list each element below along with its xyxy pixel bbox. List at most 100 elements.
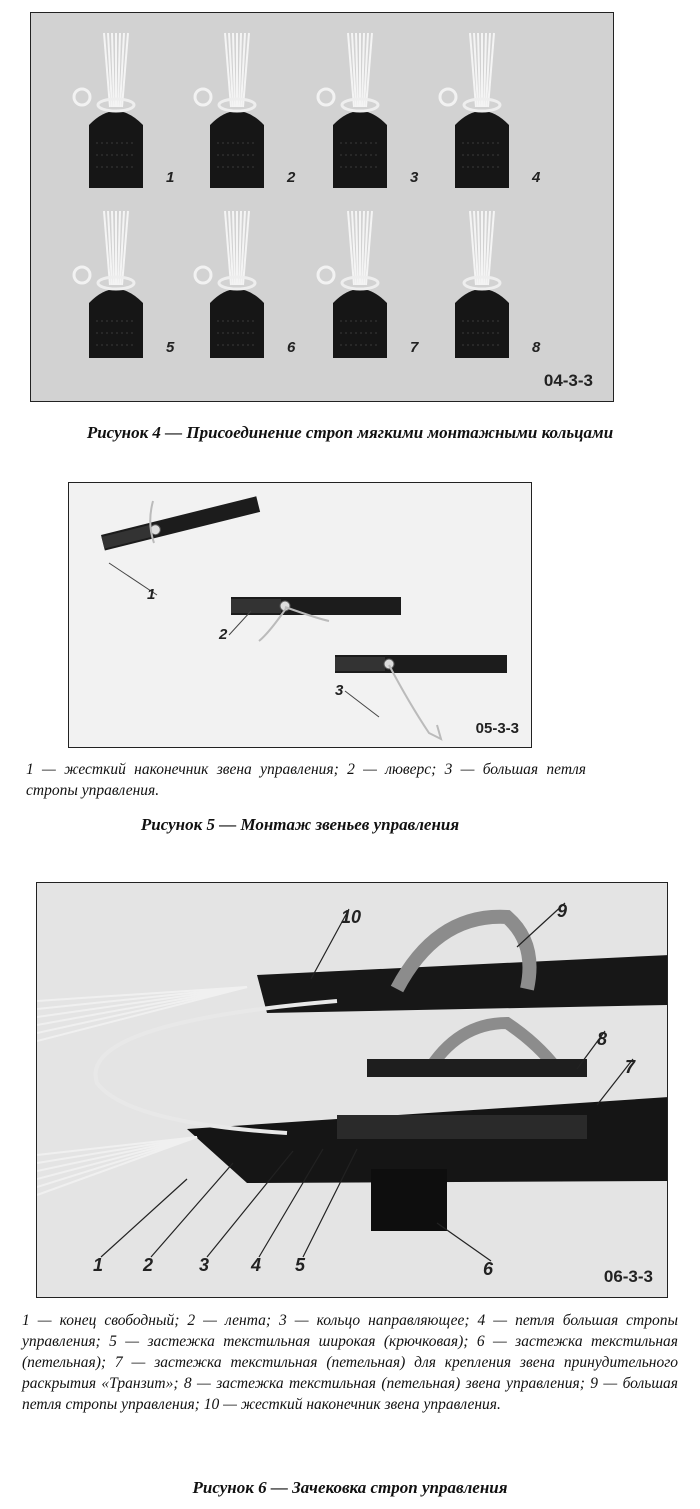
suspension-line — [119, 210, 125, 286]
suspension-line — [477, 32, 481, 108]
soft-link — [462, 97, 502, 113]
soft-link — [340, 275, 380, 291]
control-link-2 — [231, 597, 401, 615]
callout-line — [576, 1030, 606, 1070]
suspension-line — [37, 1136, 198, 1164]
control-line — [149, 500, 155, 544]
suspension-line — [473, 210, 479, 286]
soft-link — [217, 275, 257, 291]
panel-number: 4 — [531, 169, 541, 186]
riser-tip — [455, 289, 509, 358]
suspension-line — [347, 32, 355, 108]
control-line-loop — [388, 664, 443, 741]
callout-line — [108, 562, 158, 596]
panel-number: 1 — [166, 169, 174, 186]
control-line — [93, 999, 338, 1135]
suspension-line — [37, 1136, 198, 1180]
suspension-line — [232, 32, 236, 108]
suspension-line — [355, 210, 359, 286]
suspension-line — [37, 1136, 198, 1196]
soft-link — [462, 275, 502, 291]
suspension-line — [37, 986, 248, 1034]
suspension-line — [224, 210, 232, 286]
link-loop — [72, 265, 92, 285]
control-line-big-loop — [390, 909, 537, 993]
figure-6-code: 06-3-3 — [603, 1267, 653, 1286]
panel-2: 2 — [193, 32, 296, 188]
suspension-line — [347, 210, 355, 286]
suspension-line — [37, 986, 248, 1042]
control-link-1 — [101, 496, 261, 551]
control-link-3 — [335, 655, 507, 673]
riser-tip — [89, 289, 143, 358]
suspension-line — [477, 210, 481, 286]
callout-line — [516, 902, 566, 948]
control-link-tape — [367, 1059, 587, 1077]
rigid-tip — [231, 599, 281, 613]
panel-5: 5 — [72, 210, 175, 358]
upper-riser — [257, 955, 667, 1013]
riser-tip — [333, 111, 387, 188]
riser-tip — [455, 111, 509, 188]
suspension-line — [117, 210, 121, 286]
link-loop — [193, 265, 213, 285]
callout-line — [596, 1058, 634, 1106]
suspension-line — [242, 32, 250, 108]
riser-tip — [210, 111, 264, 188]
panel-number: 2 — [286, 169, 296, 186]
callout-line — [206, 1150, 294, 1258]
suspension-line — [107, 32, 113, 108]
figure-5-code: 05-3-3 — [475, 720, 519, 737]
suspension-line — [469, 210, 477, 286]
suspension-line — [37, 1136, 198, 1156]
hook-fastener — [337, 1115, 587, 1139]
link-loop — [438, 87, 458, 107]
callout-9: 9 — [557, 901, 567, 921]
callout-line — [150, 1162, 234, 1258]
callout-3: 3 — [199, 1255, 209, 1275]
callout-line — [436, 1222, 492, 1262]
suspension-line — [483, 32, 487, 108]
figure-5-legend: 1 — жесткий наконечник звена управления;… — [26, 761, 586, 799]
panel-number: 7 — [410, 339, 419, 356]
suspension-line — [37, 986, 248, 1018]
suspension-line — [363, 210, 369, 286]
suspension-line — [107, 210, 113, 286]
panel-8: 8 — [455, 210, 541, 358]
callout-1: 1 — [93, 1255, 103, 1275]
suspension-line — [232, 210, 236, 286]
callout-6: 6 — [483, 1259, 494, 1279]
callout-8: 8 — [597, 1029, 607, 1049]
link-loop — [316, 265, 336, 285]
suspension-line — [469, 32, 477, 108]
suspension-line — [240, 32, 246, 108]
suspension-line — [365, 32, 373, 108]
figure-6-caption: Рисунок 6 — Зачековка строп управления — [192, 1478, 508, 1497]
figure-6-legend: 1 — конец свободный; 2 — лента; 3 — коль… — [22, 1312, 678, 1413]
suspension-line — [238, 210, 242, 286]
suspension-line — [485, 210, 491, 286]
suspension-line — [111, 210, 115, 286]
callout-line — [258, 1148, 324, 1258]
suspension-line — [37, 986, 248, 1010]
soft-link — [340, 97, 380, 113]
panel-number: 8 — [532, 339, 541, 356]
suspension-line — [103, 210, 111, 286]
callout-2: 2 — [218, 626, 228, 643]
suspension-line — [119, 32, 125, 108]
suspension-line — [351, 210, 357, 286]
suspension-line — [351, 32, 357, 108]
suspension-line — [485, 32, 491, 108]
link-loop — [316, 87, 336, 107]
panel-4: 4 — [438, 32, 541, 188]
suspension-line — [363, 32, 369, 108]
panel-7: 7 — [316, 210, 419, 358]
rigid-tip — [335, 657, 385, 671]
suspension-line — [361, 210, 365, 286]
callout-7: 7 — [625, 1057, 636, 1077]
panel-number: 5 — [166, 339, 175, 356]
figure-5-caption: Рисунок 5 — Монтаж звеньев управления — [140, 815, 460, 834]
